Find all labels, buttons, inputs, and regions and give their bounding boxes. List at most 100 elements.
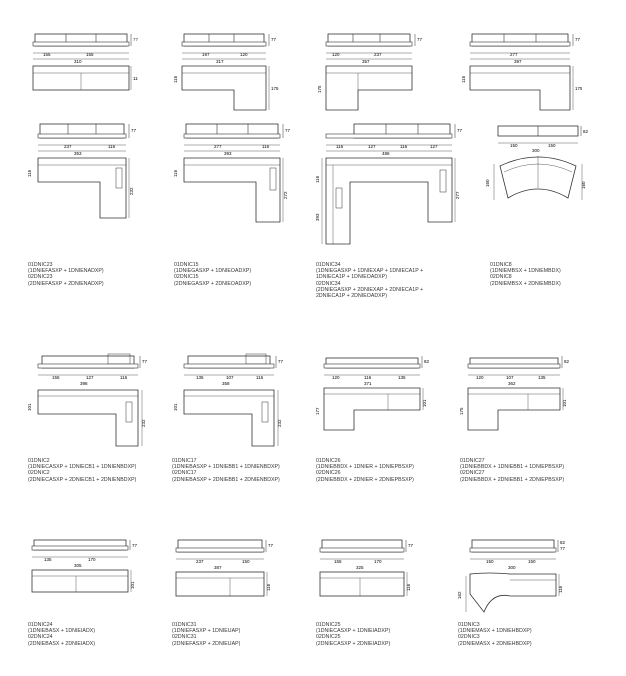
seg-label: 127 [368,144,376,149]
module-parts: (1DNIEBASX + 1DNIEIADX) [28,628,96,635]
module-c12-drawing: 82 120 107 135 362 175 101 [460,356,570,431]
module-parts: (1DNIECASXP + 1DNIECB1 + 1DNIENBDXP) [28,464,137,471]
seg-label: 127 [430,144,438,149]
seg-label: 127 [86,375,94,380]
module-parts: (1DNIEFASXP + 1DNIENADXP) [28,268,104,275]
module-c2-drawing: 77 197 120 317 116 175 [174,33,279,111]
module-c7-drawing: 77 116 127 116 127 486 116 393 277 [316,123,463,245]
depth-label: 101 [130,581,135,589]
seg-label: 116 [120,375,128,380]
seg-label: 107 [226,375,234,380]
depth-label: 116 [406,583,411,591]
depth-label: 101 [28,403,32,411]
height-label: 77 [285,128,291,133]
height-label: 77 [408,543,414,548]
depth-label: 116 [266,583,271,591]
seg-label: 120 [476,375,484,380]
module-code: 01DNIC15 [174,262,199,268]
module-c10-drawing: 77 135 107 116 358 101 232 [174,353,284,447]
module-code: 01DNIC2 [28,458,50,464]
height-label: 77 [560,546,566,551]
seg-label: 155 [52,375,60,380]
module-parts-2: (2DNIEBBDX + 2DNIEBB1 + 2DNIEPBSXP) [460,476,565,483]
module-parts: (1DNIEFASXP + 1DNIEUAP) [172,628,241,635]
height-label: 77 [142,359,148,364]
module-c1-drawing: 77 155 155 310 116 [32,33,138,91]
seg-label: 155 [334,559,342,564]
module-parts-2: (2DNIEBASX + 2DNIEIADX) [28,640,96,647]
module-code-2: 02DNIC26 [316,470,341,477]
seg-label: 116 [108,144,116,149]
seg-label: 277 [510,52,518,57]
seg-label: 237 [64,144,72,149]
seg-label: 150 [528,559,536,564]
module-parts-2: (2DNIECASXP + 2DNIEIADXP) [316,640,391,647]
module-c15-drawing: 77 155 170 325 116 [319,539,414,597]
module-parts: (1DNIECASXP + 1DNIEIADXP) [316,628,391,635]
module-code: 01DNIC34 [316,262,341,268]
module-code-2: 02DNIC15 [174,274,199,281]
total-label: 398 [80,381,88,386]
caption-c2: 01DNIC15 (1DNIEGASXP + 1DNIEOADXP) 02DNI… [174,262,251,287]
seg-label: 107 [506,375,514,380]
seg-label: 237 [374,52,382,57]
module-c13-drawing: 77 135 170 305 101 [31,539,138,593]
height-label: 77 [457,128,463,133]
height-label: 77 [271,37,277,42]
module-parts-2: (2DNIEGASXP + 2DNIEXAP + 2DNIECA1P + [316,286,424,293]
depth2-label: 162 [458,591,462,599]
module-c3-drawing: 77 120 237 357 175 [318,33,423,111]
module-parts: (1DNIEBASXP + 1DNIEBB1 + 1DNIENBDXP) [172,464,280,471]
module-code-2: 02DNIC3 [458,634,480,641]
seg-label: 150 [548,143,556,148]
module-c8-drawing: 82 150 150 300 160 160 [486,125,589,200]
depth2-label: 175 [271,86,279,91]
total-label: 387 [214,565,222,570]
module-code: 01DNIC3 [458,622,480,628]
module-parts: (1DNIEMASX + 1DNIEHBDXP) [458,628,532,635]
depth2-label: 272 [283,191,288,199]
caption-c15: 01DNIC25 (1DNIECASXP + 1DNIEIADXP) 02DNI… [316,622,390,647]
module-code: 01DNIC23 [28,262,53,268]
caption-c13: 01DNIC24 (1DNIEBASX + 1DNIEIADX) 02DNIC2… [28,622,95,647]
module-parts-2: (2DNIECASXP + 2DNIECB1 + 2DNIENBDXP) [28,476,137,483]
module-code-2: 02DNIC31 [172,634,197,641]
total-label: 300 [532,148,540,153]
height2-label: 82 [560,540,566,545]
caption-c10: 01DNIC17 (1DNIEBASXP + 1DNIEBB1 + 1DNIEN… [172,458,280,483]
total-label: 371 [364,381,372,386]
seg-label: 150 [486,559,494,564]
depth-label: 160 [486,179,490,187]
depth2-label: 175 [460,407,464,415]
height-label: 77 [417,37,423,42]
total-label: 325 [356,565,364,570]
height-label: 77 [575,37,581,42]
module-parts-2: (2DNIEBASXP + 2DNIEBB1 + 2DNIENBDXP) [172,476,280,483]
height-label: 77 [131,128,137,133]
height-label: 77 [268,543,274,548]
module-code: 01DNIC8 [490,262,512,268]
module-parts: (1DNIEGASXP + 1DNIEOADXP) [174,268,252,275]
seg-label: 116 [336,144,344,149]
seg-label: 150 [242,559,250,564]
seg-label: 120 [332,52,340,57]
module-c4-drawing: 77 277 397 116 175 [462,33,582,111]
seg-label: 170 [88,557,96,562]
module-code: 01DNIC31 [172,622,197,628]
seg-label: 135 [44,557,52,562]
module-code: 01DNIC27 [460,458,485,464]
depth-label: 175 [318,85,322,93]
module-parts: (1DNIEBBDX + 1DNIEBB1 + 1DNIEPBSXP) [460,464,565,471]
module-code-2: 02DNIC23 [28,274,53,281]
depth3-label: 393 [316,213,320,221]
seg-label: 135 [538,375,546,380]
seg-label: 135 [398,375,406,380]
seg-label: 120 [332,375,340,380]
module-c6-drawing: 77 277 116 393 116 272 [174,123,291,223]
depth2-label: 160 [581,181,586,189]
module-parts-2: (2DNIEFASXP + 2DNIENADXP) [28,280,104,287]
module-c14-drawing: 77 237 150 387 116 [175,539,274,597]
total-label: 397 [514,59,522,64]
seg-label: 120 [240,52,248,57]
